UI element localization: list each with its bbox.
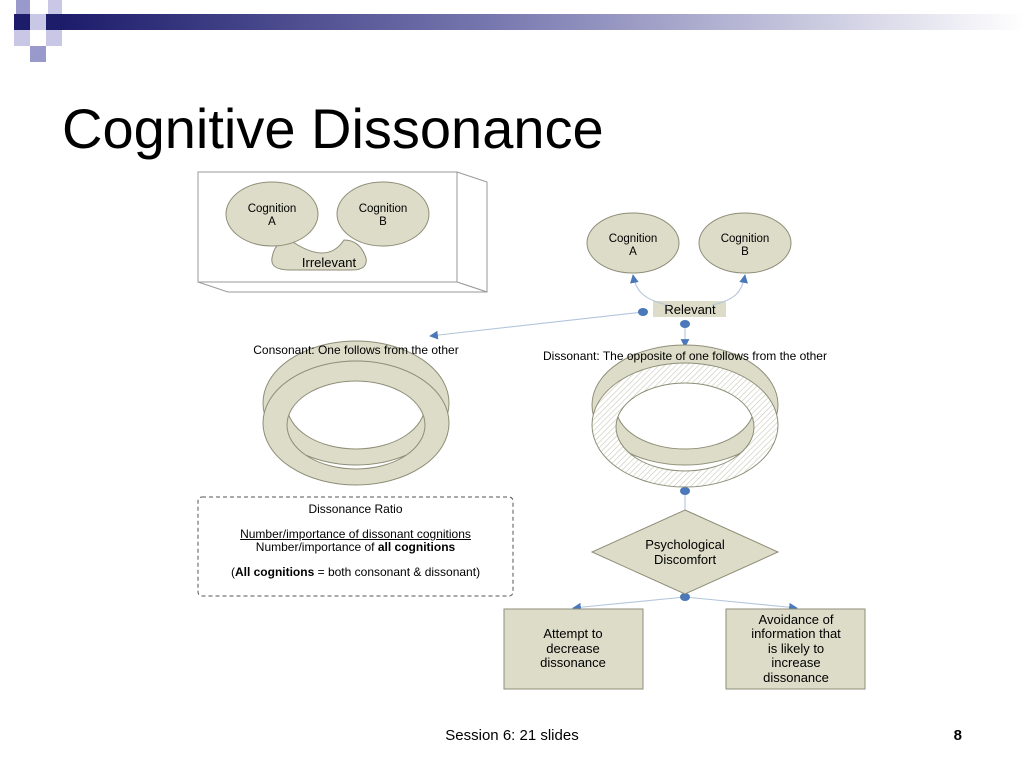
connector-relevant-to-cognition-a [630, 274, 669, 306]
dissonant-label: Dissonant: The opposite of one follows f… [543, 349, 827, 363]
outcome-avoidance-line5: dissonance [763, 670, 829, 685]
relevant-label-box [653, 301, 726, 317]
dissonance-ratio-heading: Dissonance Ratio [308, 502, 403, 516]
relevant-cognition-b-line2: B [741, 246, 749, 258]
page-title: Cognitive Dissonance [62, 97, 604, 160]
dissonance-ratio-note-bold: All cognitions [234, 565, 315, 579]
relevant-cognition-b-line1: Cognition [721, 233, 770, 245]
outcome-avoidance-line1: Avoidance of [759, 612, 834, 627]
irrelevant-cognition-a-line2: A [268, 216, 276, 228]
irrelevant-cognition-b-line1: Cognition [359, 203, 408, 215]
dissonance-ratio-denominator: Number/importance of all cognitions [198, 541, 513, 554]
connector-to-consonant [429, 311, 644, 340]
consonant-label: Consonant: One follows from the other [253, 343, 458, 357]
relevant-cognition-b-circle [698, 212, 792, 274]
psychological-discomfort-line2: Discomfort [654, 552, 717, 567]
dissonance-ratio-note: (All cognitions = both consonant & disso… [198, 566, 513, 579]
dissonance-ratio-denominator-prefix: Number/importance of [255, 540, 378, 554]
outcome-attempt-box [503, 608, 644, 690]
outcome-attempt-line1: Attempt to [543, 626, 602, 641]
dot-relevant-bottom [680, 320, 690, 328]
relevant-cognition-a-line1: Cognition [609, 233, 658, 245]
dissonance-ratio-numerator: Number/importance of dissonant cognition… [240, 527, 471, 541]
dissonance-ratio-box-border [197, 496, 514, 597]
dissonant-ring [591, 344, 779, 488]
irrelevant-cognition-a-line1: Cognition [248, 203, 297, 215]
slide-number: 8 [953, 727, 962, 744]
dot-dissonant-bottom [680, 487, 690, 495]
outcome-avoidance-line2: information that [751, 626, 841, 641]
dissonance-ratio-text: Dissonance Ratio Number/importance of di… [198, 497, 513, 596]
connector-to-attempt [572, 596, 686, 612]
psychological-discomfort-line1: Psychological [645, 537, 725, 552]
irrelevant-label: Irrelevant [302, 255, 357, 270]
irrelevant-cognition-b-circle [336, 181, 430, 247]
dot-discomfort-bottom [680, 593, 690, 601]
outcome-avoidance-box [725, 608, 866, 690]
outcome-attempt-line2: decrease [546, 641, 599, 656]
psychological-discomfort-diamond [590, 509, 780, 595]
relevant-cognition-a-line2: A [629, 246, 637, 258]
connector-relevant-to-cognition-b [711, 274, 748, 306]
irrelevant-cognitions: Cognition A Cognition B Irrelevant [225, 181, 430, 271]
consonant-ring [262, 340, 450, 486]
relevant-cognitions: Cognition A Cognition B Relevant [586, 212, 792, 317]
dissonance-ratio-note-open: ( [230, 565, 235, 579]
checkered-squares-icon [0, 0, 62, 62]
relevant-label: Relevant [664, 302, 716, 317]
outcome-avoidance-line3: is likely to [768, 641, 824, 656]
header-decoration [0, 0, 1024, 62]
outcome-avoidance-line4: increase [771, 655, 820, 670]
header-gradient-bar [62, 14, 1024, 30]
relevant-cognition-a-circle [586, 212, 680, 274]
outcome-attempt-line3: dissonance [540, 655, 606, 670]
dot-relevant-left [638, 308, 648, 316]
dissonance-ratio-note-rest: = both consonant & dissonant) [314, 565, 481, 579]
irrelevant-cognition-a-circle [225, 181, 319, 247]
connector-dots [638, 308, 690, 601]
irrelevant-cognition-b-line2: B [379, 216, 387, 228]
footer-text: Session 6: 21 slides [445, 727, 579, 744]
dissonance-ratio-denominator-bold: all cognitions [377, 540, 456, 554]
connector-to-avoidance [684, 596, 798, 612]
